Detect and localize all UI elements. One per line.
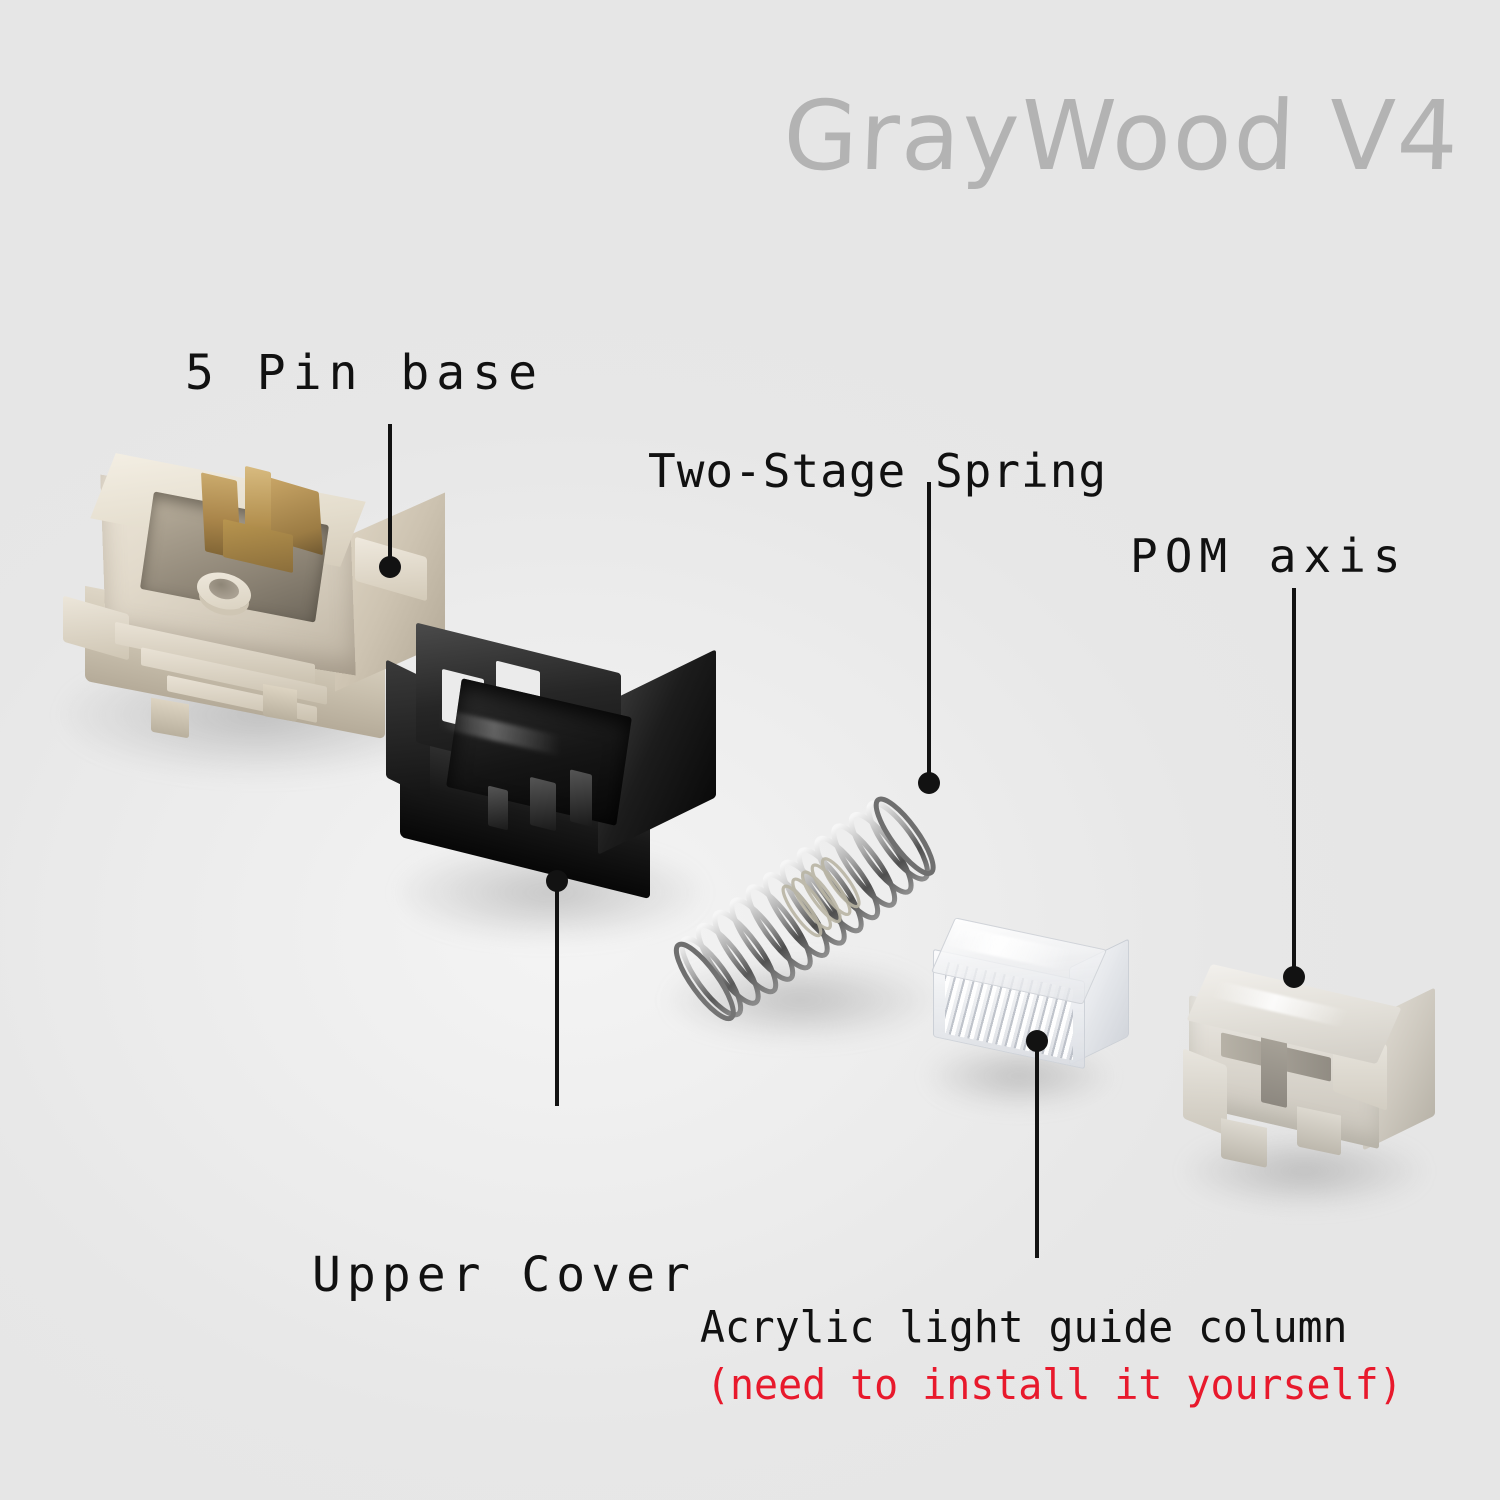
label-two-stage-spring: Two-Stage Spring [648, 444, 1108, 498]
label-pom-axis: POM axis [1130, 529, 1408, 583]
spring-svg [673, 796, 936, 1022]
spring-shadow [670, 960, 930, 1040]
pin-base-leg-2 [263, 684, 297, 722]
label-acrylic-column: Acrylic light guide column [700, 1302, 1348, 1353]
pin-base-leg-1 [151, 697, 189, 739]
component-upper-cover [380, 622, 740, 940]
label-upper-cover: Upper Cover [312, 1247, 696, 1303]
component-two-stage-spring [650, 760, 970, 1050]
component-pom-axis [1165, 963, 1455, 1207]
label-acrylic-column-note: (need to install it yourself) [706, 1360, 1403, 1409]
label-pin-base: 5 Pin base [185, 345, 544, 401]
upper-cover-notch-2 [570, 769, 592, 827]
upper-cover-notch-3 [488, 785, 508, 831]
component-acrylic-column [915, 917, 1130, 1107]
upper-cover-notch-1 [530, 776, 556, 832]
page-title: GrayWood V4 [781, 80, 1462, 192]
